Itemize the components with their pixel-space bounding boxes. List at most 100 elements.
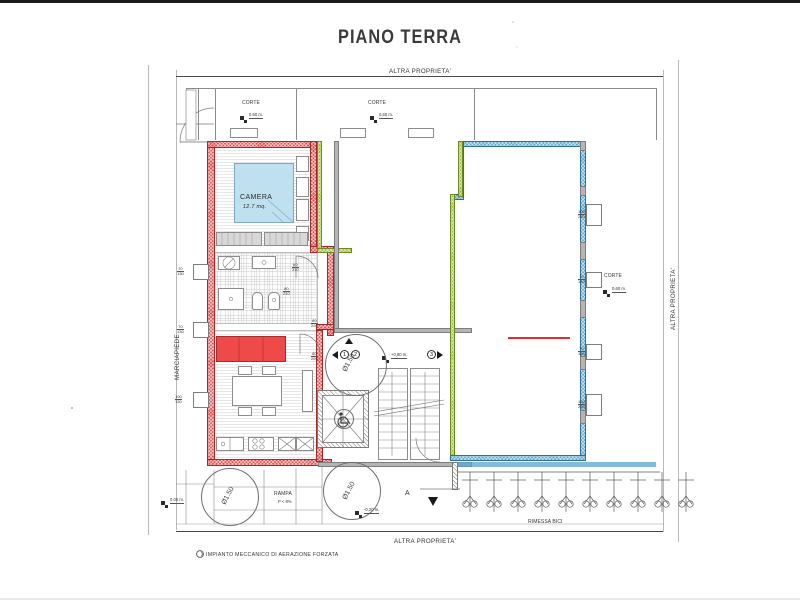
- bike-storage-label: RIMESSA BICI: [528, 519, 563, 525]
- wall-right-bottom: [450, 455, 586, 461]
- boundary-label-right: ALTRA PROPRIETA': [670, 267, 677, 330]
- wardrobe-left: [216, 232, 262, 246]
- opening-dim-interior-1-w: 80: [284, 286, 289, 291]
- opening-dim-left-1-w: 70: [178, 266, 183, 271]
- pier-east-4: [580, 356, 586, 370]
- pier-east-6: [580, 141, 586, 151]
- bicycle-symbols: [420, 471, 694, 512]
- wall-apartment-sill: [316, 324, 334, 330]
- pier-east-3: [580, 300, 586, 318]
- corte-label-2: CORTE: [368, 100, 386, 106]
- opening-dim-interior-2: 80 210: [292, 262, 299, 273]
- opening-dim-left-3-w: 100: [175, 394, 182, 399]
- bath-sink: [252, 256, 276, 269]
- legend-note-text: IMPIANTO MECCANICO DI AERAZIONE FORZATA: [206, 552, 339, 558]
- turning-circle-2: [323, 462, 381, 520]
- opening-dim-interior-3-h: 220: [311, 356, 318, 362]
- opening-dim-left-1-h: 130: [177, 271, 184, 277]
- chair-3: [238, 407, 252, 416]
- opening-dim-right-2: 70 130: [578, 274, 585, 284]
- opening-box-right-4: [586, 394, 602, 416]
- elevation-ramp-top-value: -0,20 m.: [364, 507, 380, 514]
- opening-dim-interior-4-h: 220: [311, 323, 318, 329]
- wall-apartment-top: [207, 141, 317, 148]
- corte-div-f: [656, 88, 657, 140]
- corte-label-3: CORTE: [604, 273, 622, 279]
- room-camera: [234, 163, 294, 223]
- corte-div-b: [198, 88, 199, 140]
- opening-dim-right-3: 70 130: [578, 346, 585, 357]
- opening-dim-left-3: 100 130: [175, 394, 182, 405]
- bedroom-furniture-3: [296, 156, 309, 172]
- elevation-marker-ramp-bottom: [161, 501, 168, 508]
- sofa: [216, 336, 286, 362]
- view-marker-3-arrow: [437, 351, 443, 359]
- elevation-marker-corte-2: [370, 116, 377, 123]
- opening-dim-right-3-w: 70: [579, 346, 584, 351]
- wall-right-top: [458, 141, 586, 147]
- opening-dim-interior-3: 80 220: [311, 351, 318, 362]
- chair-2: [262, 366, 276, 375]
- pier-east-5: [580, 410, 586, 424]
- elevation-ramp-bottom-value: 0.00 m.: [170, 497, 184, 504]
- grille-3: [408, 128, 434, 138]
- elevation-marker-corte-3: [603, 290, 610, 297]
- frame-line-left-outer: [148, 65, 149, 535]
- opening-box-right-3: [586, 344, 602, 360]
- opening-dim-left-2: 70 130: [177, 324, 184, 335]
- boundary-label-bottom: ALTRA PROPRIETA': [394, 538, 457, 545]
- ramp-label: RAMPA: [274, 491, 292, 497]
- wardrobe-right: [264, 232, 308, 246]
- scan-edge-top: [0, 0, 800, 3]
- pier-east-1: [580, 186, 586, 196]
- bedroom-furniture-1: [296, 177, 309, 197]
- bath-mirror: [218, 256, 240, 270]
- frame-line-right-inner: [663, 70, 664, 532]
- opening-dim-interior-4: 80 220: [311, 318, 318, 329]
- scan-speck-1: [70, 406, 74, 410]
- chair-4: [262, 407, 276, 416]
- chair-1: [238, 366, 252, 375]
- turning-circle-3: [325, 334, 387, 396]
- opening-dim-left-3-h: 130: [175, 399, 182, 405]
- stair-flight-left: [378, 368, 408, 460]
- frame-line-top: [176, 76, 664, 77]
- opening-dim-left-2-h: 130: [177, 329, 184, 335]
- kitchen-stove: [248, 437, 274, 451]
- red-marker-line: [508, 337, 570, 339]
- kitchen-cabinet-2: [296, 437, 314, 451]
- opening-dim-interior-1-h: 210: [283, 291, 290, 297]
- opening-box-left-2: [193, 322, 209, 338]
- fan-icon: [196, 550, 204, 558]
- opening-dim-right-4: 100 230: [578, 399, 585, 410]
- opening-dim-right-4-h: 230: [578, 404, 585, 410]
- opening-box-left-1: [193, 264, 209, 280]
- opening-dim-interior-2-h: 210: [292, 267, 299, 273]
- wall-core-left: [334, 141, 339, 331]
- bath-wc: [268, 292, 280, 310]
- wall-green-vertical-apartment: [317, 141, 322, 253]
- wall-core-top: [334, 328, 472, 333]
- opening-dim-right-3-h: 130: [578, 351, 585, 357]
- opening-box-right-2: [586, 272, 602, 288]
- bike-storage-band: [458, 462, 656, 467]
- opening-dim-left-2-w: 70: [178, 324, 183, 329]
- scan-edge-bottom: [0, 598, 800, 600]
- corte-div-c: [215, 88, 216, 140]
- corte-strip-top: [186, 88, 656, 89]
- stair-flight-right: [410, 368, 440, 460]
- corte-label-1: CORTE: [242, 100, 260, 106]
- bath-shower: [218, 288, 244, 310]
- bedroom-furniture-2: [296, 199, 309, 221]
- elevation-marker-corte-1: [240, 116, 247, 123]
- room-camera-area: 12.7 mq.: [243, 204, 267, 210]
- view-marker-3: 3: [427, 350, 436, 359]
- ramp-slope: P < 8%: [278, 499, 292, 504]
- kitchen-sink: [216, 437, 244, 451]
- grille-2: [340, 128, 366, 138]
- corte-elev-1: 0.60 m.: [249, 112, 263, 119]
- wall-bike-left: [452, 462, 458, 490]
- grille-1: [230, 128, 258, 138]
- corte-elev-2: 0.60 m.: [379, 112, 393, 119]
- opening-dim-interior-4-w: 80: [312, 318, 317, 323]
